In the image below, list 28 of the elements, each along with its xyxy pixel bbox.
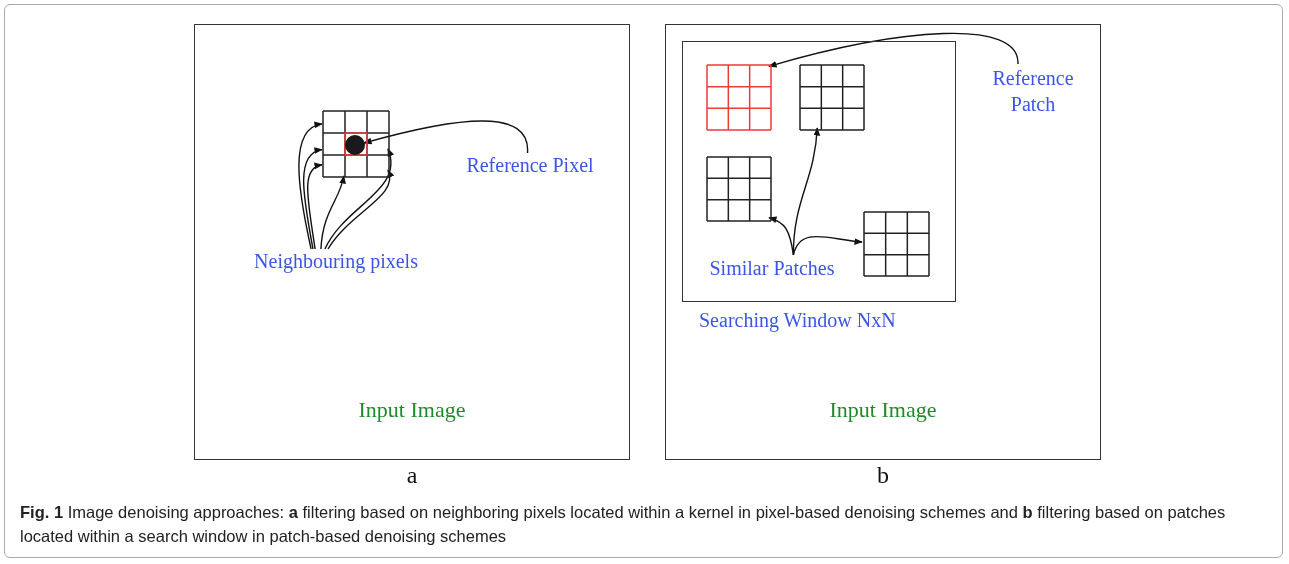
callout-label: Reference Patch (983, 65, 1083, 119)
arrow (324, 148, 394, 250)
arrow (792, 235, 863, 256)
arrow (320, 175, 346, 250)
panel-letter: a (405, 462, 419, 489)
figure-caption: Fig. 1 Image denoising approaches: a filtering based on neighboring pixels located within a kernel in pixel-based denoising schemes and b filtering based on patches located within a search window in patch-based denoising schemes (20, 502, 1227, 547)
panel-label: Input Image (828, 397, 938, 423)
panel-letter: b (876, 462, 890, 489)
panel-label: Input Image (357, 397, 467, 423)
callout-label: Reference Pixel (457, 154, 603, 182)
window-label: Searching Window NxN (699, 309, 896, 332)
patch-grid (800, 65, 864, 130)
arrow (306, 163, 323, 250)
pixel-dot (345, 135, 365, 155)
image-panel (194, 24, 630, 460)
arrow (298, 122, 323, 250)
patch-grid (707, 65, 771, 130)
patch-grid (707, 157, 771, 221)
patch-grid (864, 212, 929, 276)
callout-label: Similar Patches (699, 257, 845, 285)
arrow (363, 120, 529, 154)
pixel-grid (323, 111, 389, 177)
arrow (327, 169, 394, 250)
arrow (302, 148, 323, 250)
arrow (768, 216, 795, 256)
image-panel (665, 24, 1101, 460)
callout-label: Neighbouring pixels (241, 250, 431, 278)
arrow (768, 32, 1019, 68)
